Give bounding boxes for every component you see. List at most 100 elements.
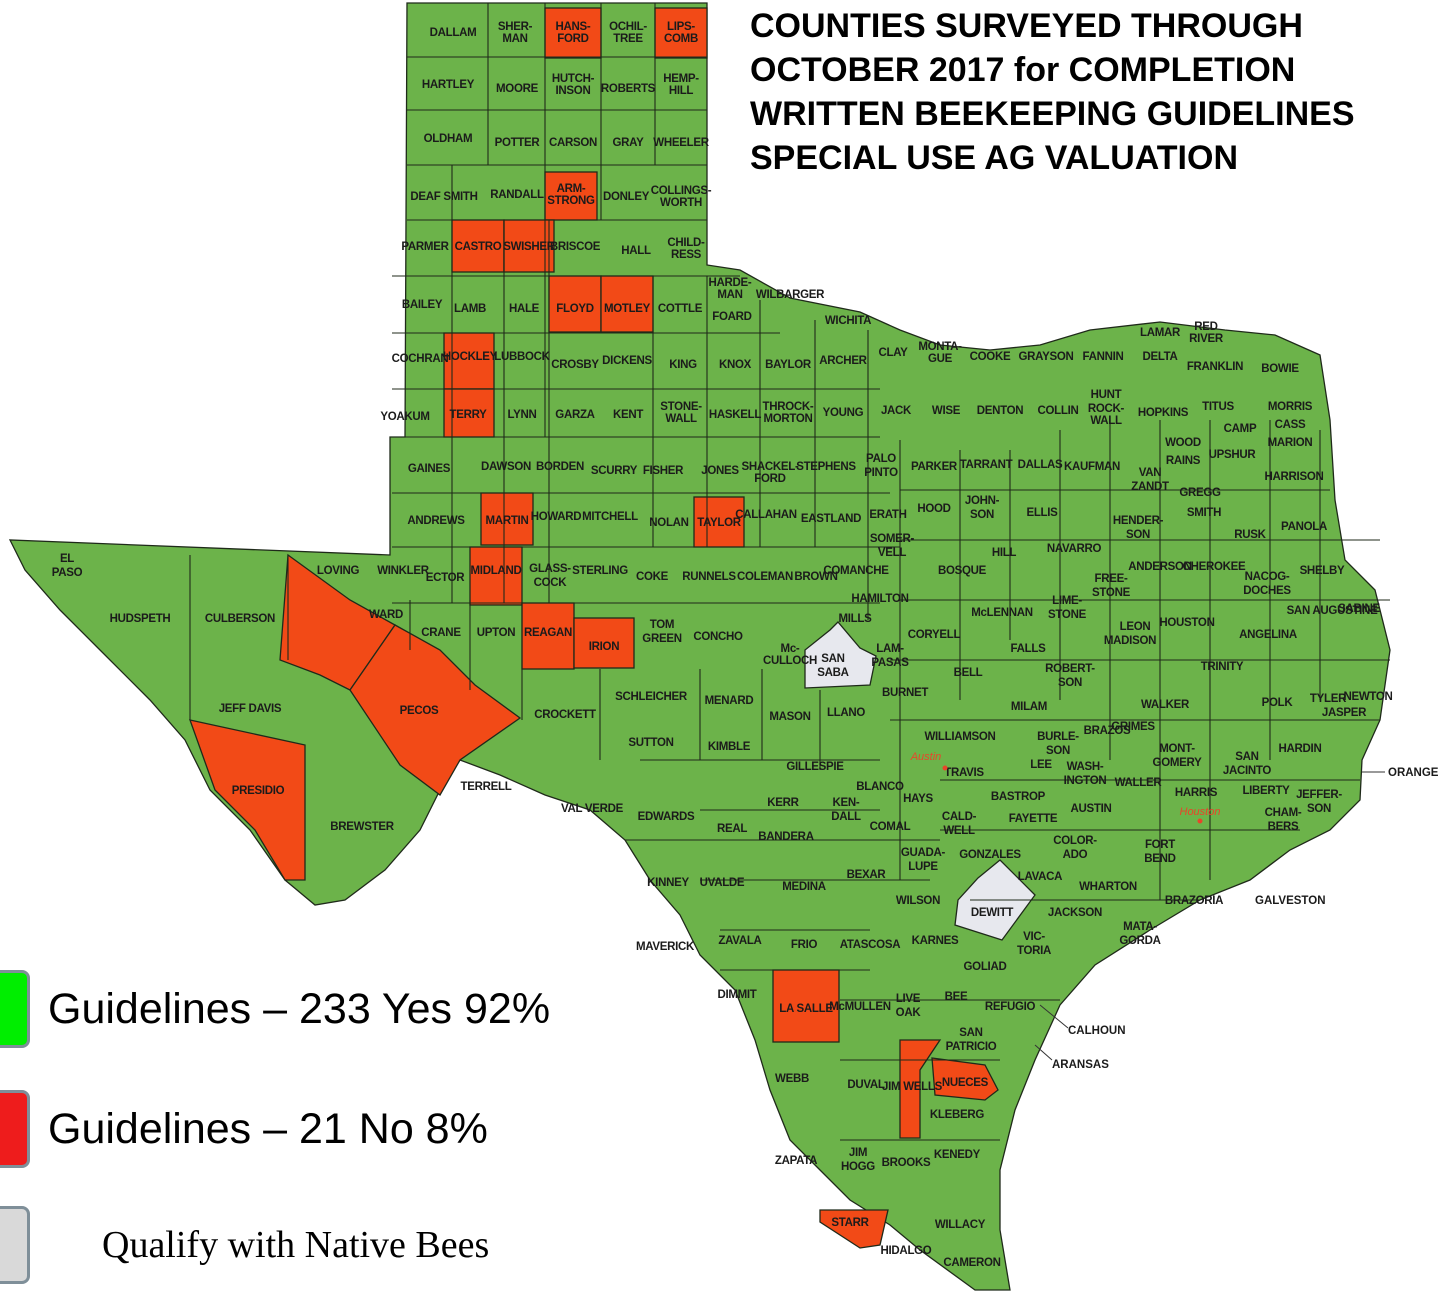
svg-text:MIDLAND: MIDLAND (471, 565, 522, 577)
svg-text:GILLESPIE: GILLESPIE (786, 761, 844, 773)
svg-text:HALE: HALE (509, 303, 540, 315)
svg-text:LIBERTY: LIBERTY (1242, 785, 1290, 797)
legend-yes: Guidelines – 233 Yes 92% (0, 970, 550, 1048)
svg-text:ZAPATA: ZAPATA (775, 1155, 817, 1167)
svg-text:KAUFMAN: KAUFMAN (1064, 461, 1120, 473)
svg-text:MORTON: MORTON (763, 413, 812, 425)
svg-text:ANGELINA: ANGELINA (1239, 629, 1297, 641)
svg-text:INGTON: INGTON (1064, 775, 1107, 787)
svg-text:HASKELL: HASKELL (709, 409, 761, 421)
svg-text:PARKER: PARKER (911, 461, 958, 473)
svg-text:DOCHES: DOCHES (1243, 585, 1291, 597)
svg-text:BRISCOE: BRISCOE (550, 241, 601, 253)
title-line-3: WRITTEN BEEKEEPING GUIDELINES (750, 95, 1355, 133)
svg-text:WASH-: WASH- (1067, 761, 1104, 773)
svg-text:STRONG: STRONG (547, 195, 595, 207)
svg-text:WILSON: WILSON (896, 895, 940, 907)
svg-text:COLLINGS-: COLLINGS- (651, 185, 712, 197)
svg-text:EASTLAND: EASTLAND (801, 513, 861, 525)
svg-text:RESS: RESS (671, 249, 702, 261)
svg-text:MOTLEY: MOTLEY (604, 303, 651, 315)
county-san-saba (804, 621, 877, 689)
svg-text:LAMB: LAMB (454, 303, 486, 315)
svg-text:MENARD: MENARD (705, 695, 754, 707)
svg-text:ROCK-: ROCK- (1088, 403, 1125, 415)
svg-text:SON: SON (970, 509, 994, 521)
svg-text:JEFFER-: JEFFER- (1296, 789, 1342, 801)
svg-text:HARRIS: HARRIS (1175, 787, 1218, 799)
legend-swatch-native (0, 1206, 30, 1284)
county-presidio (188, 719, 306, 881)
svg-text:HIDALGO: HIDALGO (881, 1245, 932, 1257)
svg-text:GUE: GUE (928, 353, 953, 365)
svg-text:JACINTO: JACINTO (1223, 765, 1272, 777)
svg-text:SWISHER: SWISHER (503, 241, 556, 253)
svg-text:HILL: HILL (669, 85, 694, 97)
county-lipscomb (654, 7, 708, 59)
svg-text:DONLEY: DONLEY (603, 191, 650, 203)
svg-text:INSON: INSON (556, 85, 591, 97)
svg-text:SHER-: SHER- (498, 21, 533, 33)
svg-text:HOWARD: HOWARD (531, 511, 582, 523)
svg-text:WALKER: WALKER (1141, 699, 1190, 711)
svg-text:DIMMIT: DIMMIT (717, 989, 756, 1001)
svg-text:VIC-: VIC- (1023, 931, 1045, 943)
svg-text:GORDA: GORDA (1119, 935, 1160, 947)
svg-text:CASS: CASS (1275, 419, 1306, 431)
svg-text:COMB: COMB (664, 33, 698, 45)
svg-text:MAN: MAN (502, 33, 527, 45)
svg-text:NOLAN: NOLAN (649, 517, 688, 529)
svg-text:FORD: FORD (754, 473, 785, 485)
svg-text:THROCK-: THROCK- (763, 401, 814, 413)
svg-text:COKE: COKE (636, 571, 669, 583)
legend-label-yes: Guidelines – 233 Yes 92% (48, 984, 551, 1033)
svg-text:CONCHO: CONCHO (693, 631, 743, 643)
svg-text:SAN: SAN (959, 1027, 982, 1039)
svg-text:BEE: BEE (945, 991, 968, 1003)
svg-text:MOORE: MOORE (496, 83, 539, 95)
svg-text:ORANGE: ORANGE (1388, 767, 1439, 779)
svg-text:WILBARGER: WILBARGER (756, 289, 825, 301)
svg-text:POLK: POLK (1262, 697, 1294, 709)
svg-text:BOSQUE: BOSQUE (938, 565, 987, 577)
svg-text:BREWSTER: BREWSTER (330, 821, 394, 833)
svg-text:DENTON: DENTON (977, 405, 1024, 417)
svg-text:FRIO: FRIO (791, 939, 818, 951)
svg-text:WALL: WALL (665, 413, 697, 425)
svg-text:COOKE: COOKE (970, 351, 1011, 363)
svg-text:KNOX: KNOX (719, 359, 752, 371)
svg-text:LEON: LEON (1120, 621, 1151, 633)
svg-text:CHEROKEE: CHEROKEE (1183, 561, 1246, 573)
svg-text:ARM-: ARM- (557, 183, 586, 195)
svg-text:BOWIE: BOWIE (1261, 363, 1299, 375)
svg-text:DAWSON: DAWSON (481, 461, 531, 473)
svg-text:STONE: STONE (1092, 587, 1131, 599)
svg-text:RUSK: RUSK (1234, 529, 1266, 541)
svg-text:GAINES: GAINES (408, 463, 451, 475)
svg-text:JACKSON: JACKSON (1048, 907, 1102, 919)
svg-text:WARD: WARD (369, 609, 403, 621)
svg-text:HARDE-: HARDE- (709, 277, 752, 289)
svg-text:CASTRO: CASTRO (455, 241, 502, 253)
svg-text:CALD-: CALD- (942, 811, 977, 823)
svg-text:GOMERY: GOMERY (1153, 757, 1203, 769)
legend-label-no: Guidelines – 21 No 8% (48, 1104, 488, 1153)
svg-text:GREGG: GREGG (1179, 487, 1221, 499)
svg-text:TREE: TREE (613, 33, 643, 45)
svg-text:GRAYSON: GRAYSON (1019, 351, 1074, 363)
svg-text:ECTOR: ECTOR (426, 572, 466, 584)
svg-text:SON: SON (1126, 529, 1150, 541)
svg-text:STONE-: STONE- (660, 401, 702, 413)
svg-text:UPTON: UPTON (477, 627, 516, 639)
svg-text:McLENNAN: McLENNAN (971, 607, 1033, 619)
svg-text:Austin: Austin (910, 751, 942, 763)
svg-text:PRESIDIO: PRESIDIO (232, 785, 285, 797)
svg-text:BRAZORIA: BRAZORIA (1165, 895, 1223, 907)
svg-text:HOOD: HOOD (917, 503, 950, 515)
svg-text:HILL: HILL (992, 547, 1017, 559)
svg-text:CALHOUN: CALHOUN (1068, 1025, 1126, 1037)
svg-text:MARTIN: MARTIN (486, 515, 529, 527)
svg-text:JASPER: JASPER (1322, 707, 1367, 719)
county-grid (189, 3, 1390, 1141)
svg-text:KINNEY: KINNEY (647, 877, 689, 889)
